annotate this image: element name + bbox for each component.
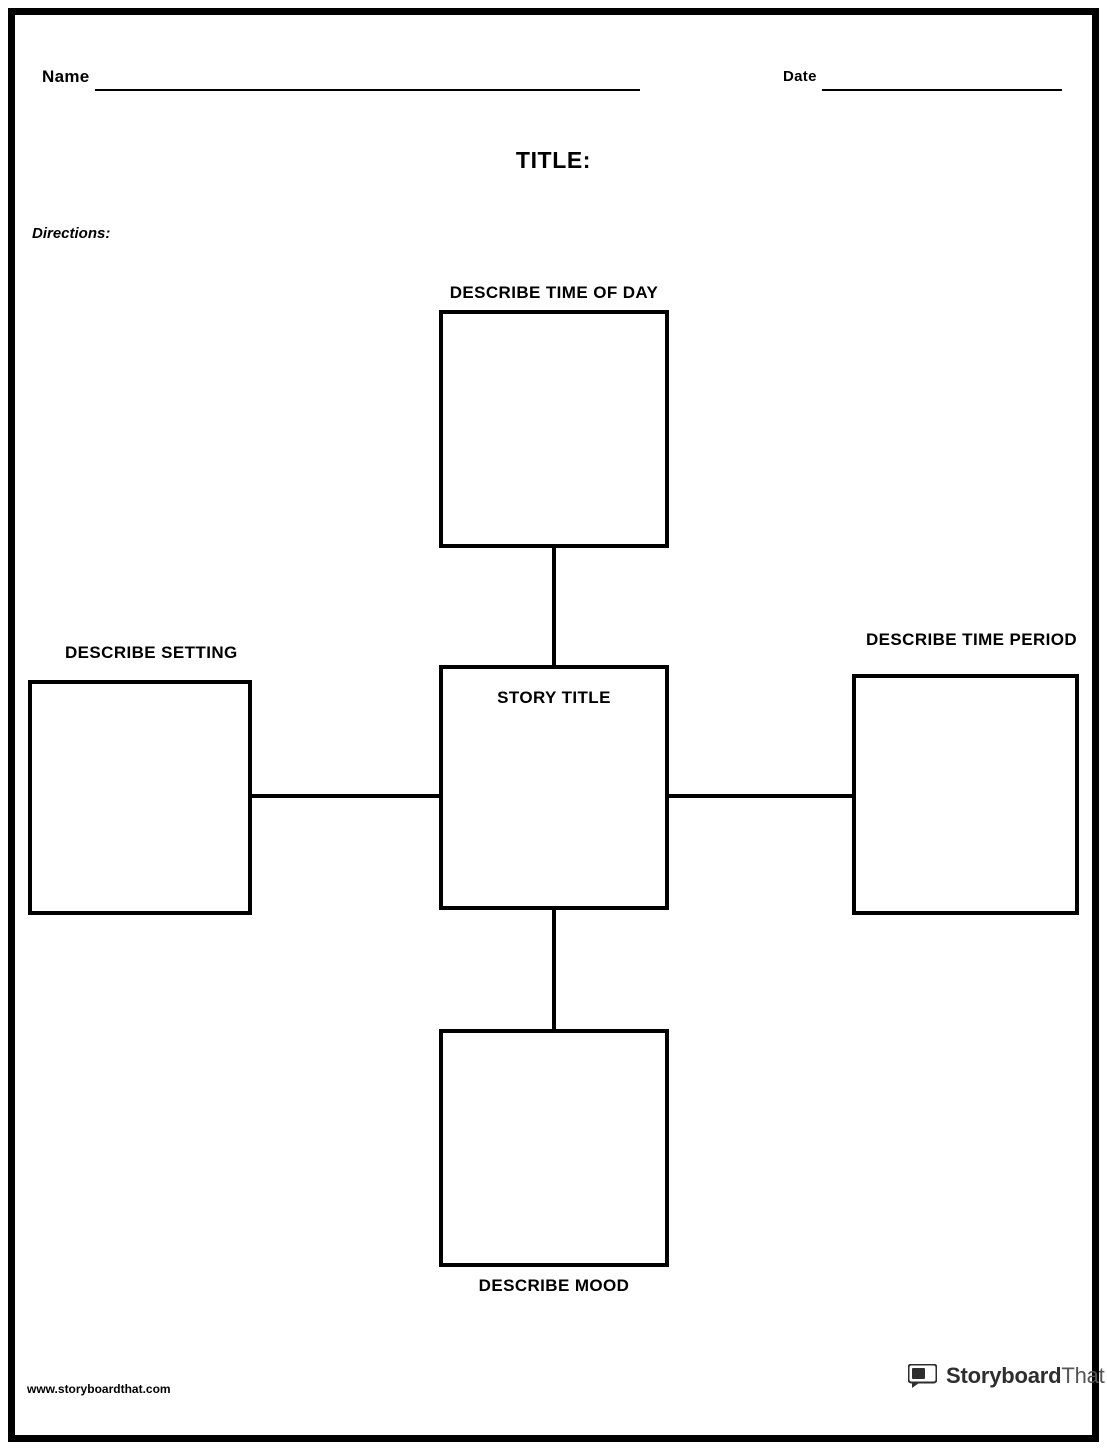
label-describe-time-of-day: DESCRIBE TIME OF DAY bbox=[449, 283, 659, 302]
logo-text: StoryboardThat bbox=[946, 1363, 1105, 1389]
setting-map-diagram: DESCRIBE TIME OF DAY STORY TITLE DESCRIB… bbox=[15, 15, 1092, 1435]
logo-text-light: That bbox=[1061, 1363, 1105, 1388]
name-label: Name bbox=[42, 67, 90, 86]
box-describe-mood[interactable] bbox=[439, 1029, 669, 1267]
label-describe-setting: DESCRIBE SETTING bbox=[65, 643, 238, 662]
box-story-title[interactable] bbox=[439, 665, 669, 910]
date-label: Date bbox=[783, 68, 817, 85]
connector-left bbox=[252, 794, 442, 798]
connector-right bbox=[666, 794, 855, 798]
connector-bottom bbox=[552, 906, 556, 1033]
box-describe-setting[interactable] bbox=[28, 680, 252, 915]
directions-label: Directions: bbox=[32, 225, 111, 242]
page-border bbox=[8, 8, 1099, 1442]
label-describe-mood: DESCRIBE MOOD bbox=[478, 1276, 630, 1295]
box-describe-time-of-day[interactable] bbox=[439, 310, 669, 548]
logo-text-bold: Storyboard bbox=[946, 1363, 1062, 1388]
speech-bubble-icon bbox=[907, 1363, 938, 1388]
page-title: TITLE: bbox=[515, 147, 592, 173]
name-input-line[interactable] bbox=[95, 89, 640, 91]
date-input-line[interactable] bbox=[822, 89, 1062, 91]
label-story-title: STORY TITLE bbox=[497, 688, 611, 707]
storyboardthat-logo[interactable]: StoryboardThat bbox=[907, 1363, 1105, 1389]
connector-top bbox=[552, 544, 556, 669]
label-describe-time-period: DESCRIBE TIME PERIOD bbox=[866, 630, 1078, 649]
worksheet-content: Name Date TITLE: Directions: DESCRIBE TI… bbox=[15, 15, 1105, 1435]
footer-url[interactable]: www.storyboardthat.com bbox=[27, 1382, 171, 1396]
box-describe-time-period[interactable] bbox=[852, 674, 1079, 915]
